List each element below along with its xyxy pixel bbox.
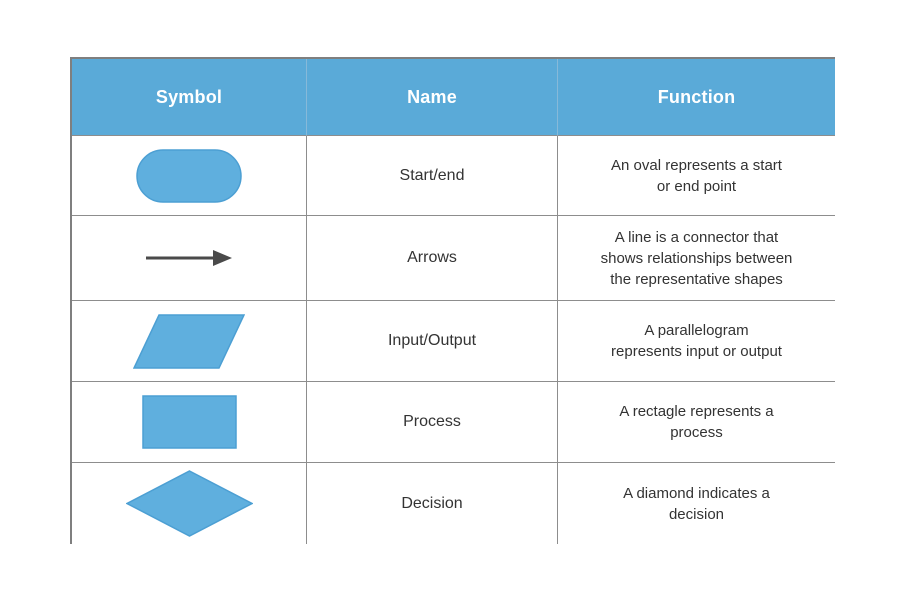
arrow-right-icon [146, 250, 232, 266]
function-cell-start-end: An oval represents a start or end point [558, 136, 835, 216]
rectangle-icon [141, 395, 237, 449]
header-label-name: Name [407, 86, 457, 107]
flowchart-symbol-table: Symbol Name Function Start/end An oval r… [70, 57, 835, 544]
name-cell-process: Process [307, 382, 558, 463]
name-cell-input-output: Input/Output [307, 301, 558, 382]
header-label-function: Function [657, 86, 736, 107]
function-label: A parallelogram represents input or outp… [611, 322, 782, 360]
name-label: Arrows [407, 249, 457, 266]
name-cell-decision: Decision [307, 463, 558, 544]
function-label: A line is a connector that shows relatio… [600, 228, 793, 288]
symbol-cell-process [72, 382, 307, 463]
function-label: An oval represents a start or end point [611, 156, 782, 195]
name-label: Input/Output [387, 332, 477, 349]
function-cell-process: A rectagle represents a process [558, 382, 835, 463]
header-label-symbol: Symbol [155, 86, 223, 107]
name-label: Decision [401, 494, 463, 512]
function-cell-arrows: A line is a connector that shows relatio… [558, 216, 835, 301]
function-label: A rectagle represents a process [619, 403, 774, 441]
oval-icon [136, 148, 242, 203]
name-label: Process [403, 413, 461, 430]
diamond-icon [125, 470, 253, 537]
name-cell-start-end: Start/end [307, 136, 558, 216]
function-cell-decision: A diamond indicates a decision [558, 463, 835, 544]
symbol-cell-arrows [72, 216, 307, 301]
header-cell-name: Name [307, 59, 558, 136]
parallelogram-icon [133, 313, 245, 369]
symbol-cell-decision [72, 463, 307, 544]
function-cell-input-output: A parallelogram represents input or outp… [558, 301, 835, 382]
name-label: Start/end [399, 166, 465, 184]
function-label: A diamond indicates a decision [623, 484, 770, 523]
header-cell-symbol: Symbol [72, 59, 307, 136]
name-cell-arrows: Arrows [307, 216, 558, 301]
symbol-cell-start-end [72, 136, 307, 216]
symbol-cell-input-output [72, 301, 307, 382]
header-cell-function: Function [558, 59, 835, 136]
